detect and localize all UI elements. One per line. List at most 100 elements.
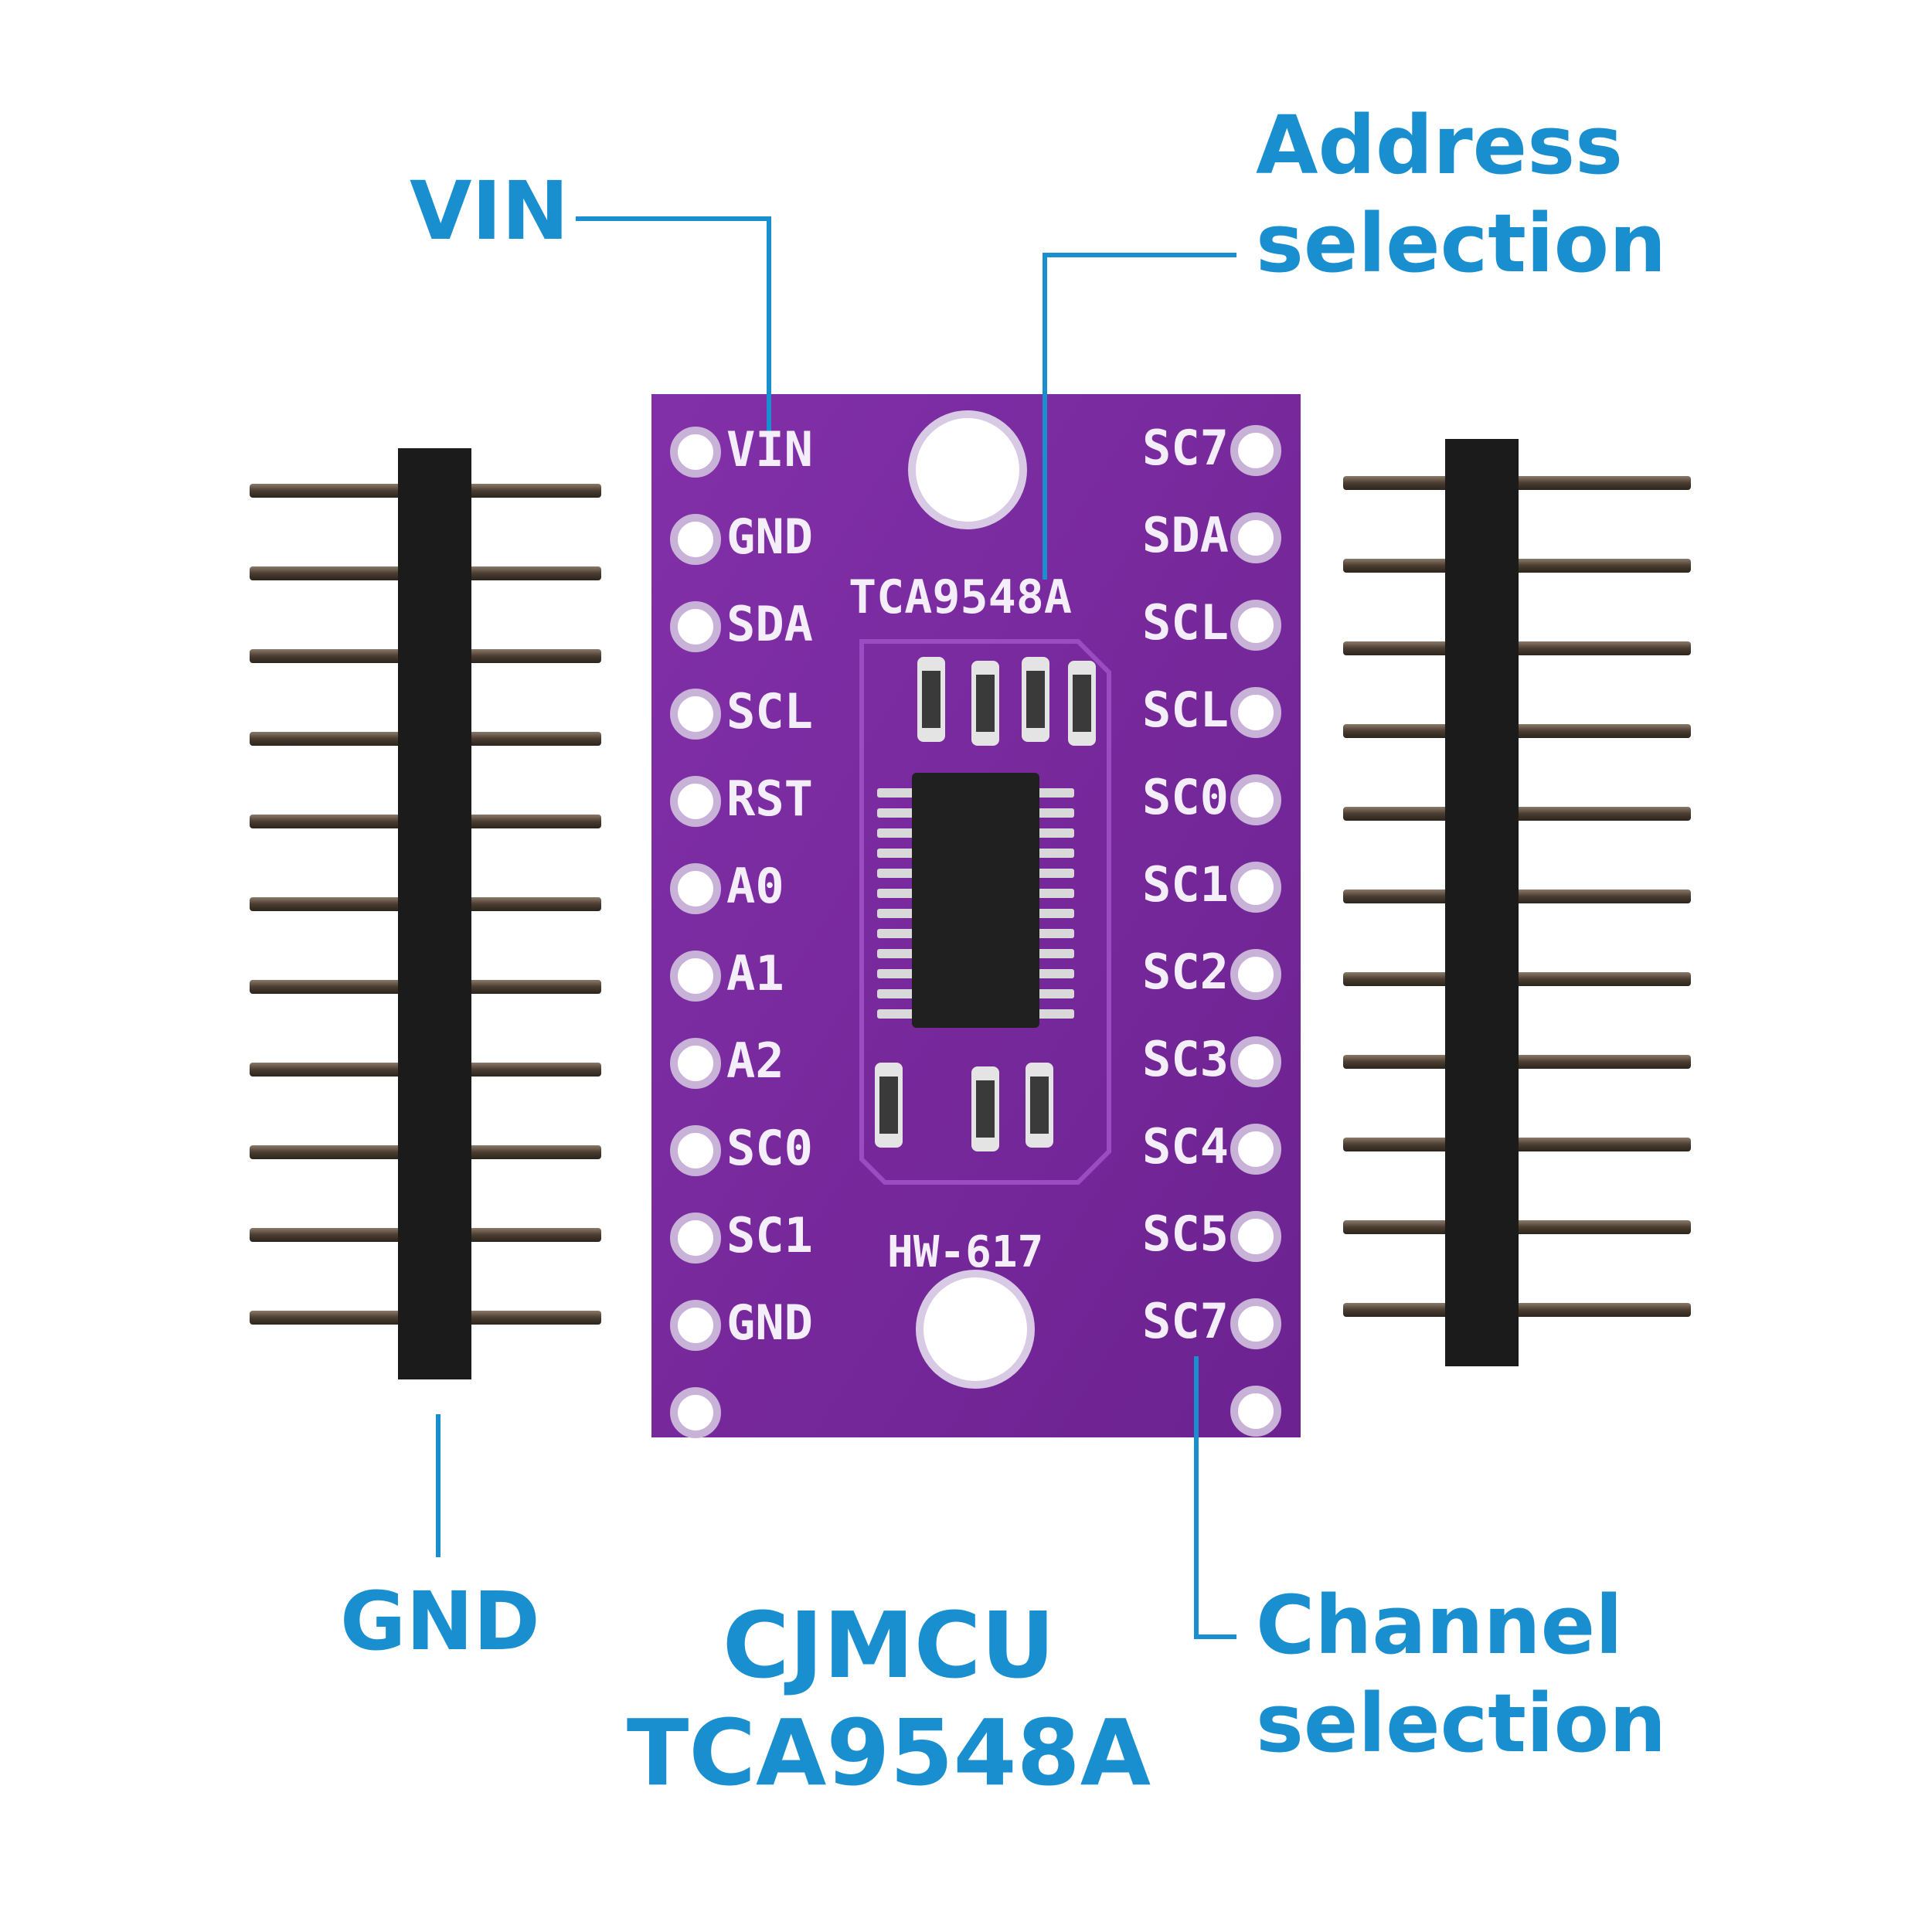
ic-leg [877, 808, 916, 818]
right-pin-label: SC0 [1142, 769, 1229, 825]
ic-leg [1036, 849, 1074, 858]
address-label-line2: selection [1256, 196, 1667, 291]
right-pin-label: SC5 [1142, 1206, 1229, 1262]
left-pin-label: A0 [726, 858, 784, 914]
address-selection-label: Address selection [1256, 97, 1666, 293]
left-pad [670, 1038, 721, 1089]
right-pin-label: SC3 [1142, 1031, 1229, 1087]
channel-callout-line [1194, 1356, 1236, 1639]
right-header-body [1445, 439, 1519, 1366]
right-pin-label: SC4 [1142, 1118, 1229, 1175]
right-pin-header [1343, 439, 1691, 1366]
gnd-callout-label: GND [340, 1574, 540, 1668]
ic-leg [1036, 828, 1074, 838]
ic-leg [877, 828, 916, 838]
left-pad [670, 1125, 721, 1176]
right-pin-label: SCL [1142, 682, 1229, 738]
ic-leg [1036, 1009, 1074, 1019]
left-pin-header [250, 448, 601, 1379]
left-pad [670, 427, 721, 478]
right-pad [1230, 1124, 1281, 1175]
left-pin-label: RST [726, 770, 813, 827]
smd-resistor-body [1030, 1077, 1049, 1134]
right-pad [1230, 1036, 1281, 1087]
left-pad [670, 951, 721, 1002]
smd-resistor-body [879, 1077, 898, 1134]
right-pin-label: SDA [1142, 507, 1229, 563]
left-pin-label: SC1 [726, 1207, 813, 1264]
left-pin-label: A1 [726, 945, 784, 1002]
pcb-model-label: HW-617 [887, 1227, 1044, 1277]
ic-leg [1036, 889, 1074, 898]
left-pin-label: SC0 [726, 1120, 813, 1176]
left-pin-label: SDA [726, 596, 813, 652]
product-title: CJMCU TCA9548A [541, 1592, 1236, 1807]
pcb-chip-label: TCA9548A [849, 570, 1072, 624]
left-pad [670, 689, 721, 740]
right-pad [1230, 687, 1281, 738]
left-pad [670, 1300, 721, 1351]
ic-body [912, 773, 1039, 1028]
right-pad [1230, 425, 1281, 476]
left-pin-label: GND [726, 509, 813, 565]
smd-resistor-body [976, 675, 995, 732]
smd-resistor-body [1073, 675, 1091, 732]
ic-leg [877, 1009, 916, 1019]
channel-label-line1: Channel [1256, 1578, 1623, 1672]
left-header-body [398, 448, 471, 1379]
smd-resistor-body [1026, 671, 1045, 728]
vin-callout-line [576, 216, 771, 433]
ic-leg [1036, 909, 1074, 918]
mounting-hole-top [908, 410, 1027, 529]
ic-leg [1036, 869, 1074, 878]
left-pad [670, 514, 721, 565]
ic-leg [1036, 808, 1074, 818]
ic-leg [1036, 788, 1074, 798]
pcb-board [651, 394, 1301, 1438]
right-pad [1230, 1298, 1281, 1349]
left-pin-label: GND [726, 1294, 813, 1351]
left-pad [670, 863, 721, 914]
address-callout-line [1043, 253, 1236, 580]
callout-lines [436, 216, 1236, 1639]
left-pad [670, 1387, 721, 1438]
right-pin-label: SC2 [1142, 944, 1229, 1000]
ic-chip [877, 773, 1074, 1028]
right-pad [1230, 512, 1281, 563]
left-pin-label: A2 [726, 1032, 784, 1089]
right-pin-label: SC1 [1142, 856, 1229, 913]
ic-leg [877, 969, 916, 978]
right-pad [1230, 774, 1281, 825]
right-pad [1230, 1386, 1281, 1437]
channel-label-line2: selection [1256, 1675, 1667, 1770]
left-pin-label: SCL [726, 683, 813, 740]
left-pad [670, 1213, 721, 1264]
right-pad [1230, 1211, 1281, 1262]
left-pin-label: VIN [726, 421, 813, 478]
ic-leg [877, 849, 916, 858]
mounting-hole-bottom [916, 1270, 1035, 1389]
left-pad [670, 601, 721, 652]
left-pad [670, 776, 721, 827]
right-pad [1230, 949, 1281, 1000]
chip-outline-trace [859, 639, 1111, 1185]
right-pin-label: SC7 [1142, 420, 1229, 476]
ic-leg [1036, 929, 1074, 938]
ic-leg [877, 949, 916, 958]
ic-leg [877, 869, 916, 878]
right-pad [1230, 862, 1281, 913]
right-pin-label: SC7 [1142, 1293, 1229, 1349]
vin-callout-label: VIN [410, 164, 570, 258]
ic-leg [1036, 969, 1074, 978]
ic-leg [1036, 949, 1074, 958]
channel-selection-label: Channel selection [1256, 1577, 1666, 1773]
ic-leg [877, 929, 916, 938]
smd-resistor-body [922, 671, 940, 728]
ic-leg [1036, 989, 1074, 998]
product-title-line1: CJMCU [722, 1592, 1056, 1699]
right-pin-label: SCL [1142, 594, 1229, 651]
right-pad [1230, 600, 1281, 651]
ic-leg [877, 788, 916, 798]
ic-leg [877, 989, 916, 998]
